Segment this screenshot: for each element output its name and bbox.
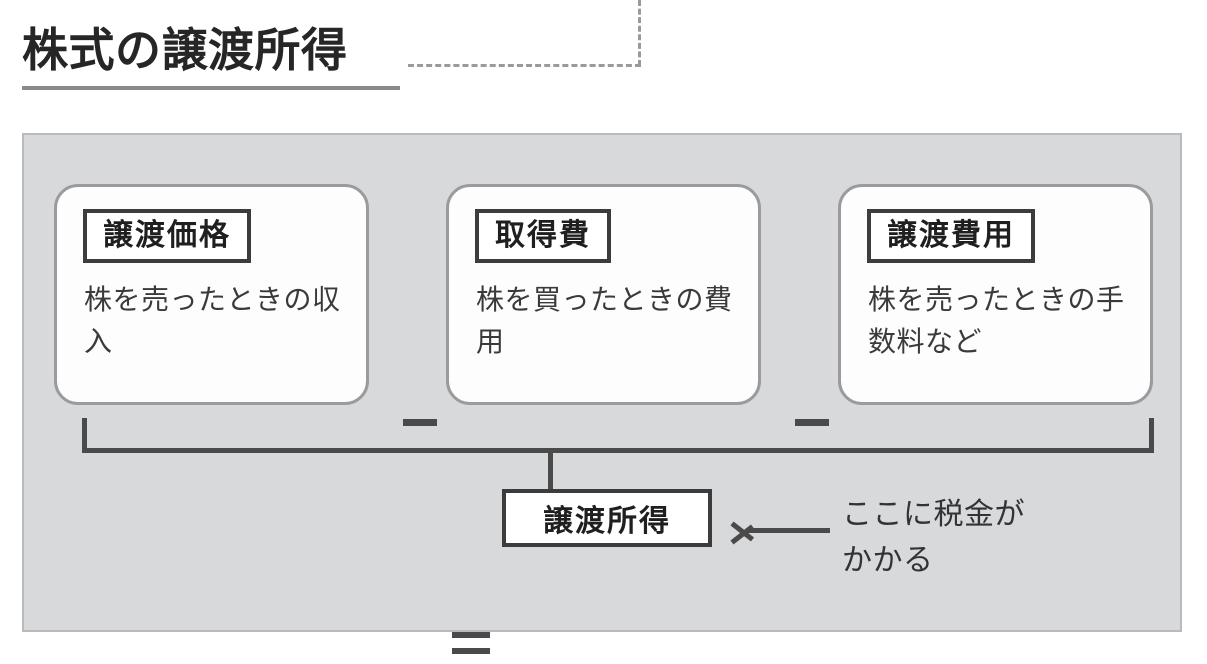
term-description: 株を売ったときの手数料など: [868, 284, 1125, 357]
term-card-acquisition-cost: 取得費 株を買ったときの費用: [446, 184, 761, 405]
bracket-stub-right: [1149, 418, 1154, 453]
bracket-stub-left: [82, 418, 87, 453]
page-title: 株式の譲渡所得: [22, 24, 348, 76]
bracket-horizontal-line: [82, 448, 1154, 453]
equals-bar-bottom: [452, 648, 490, 654]
minus-operator-icon: [795, 419, 829, 426]
term-label-box: 譲渡費用: [867, 209, 1035, 263]
callout-note-line-1: ここに税金が: [842, 498, 1025, 531]
term-label-text: 譲渡価格: [103, 219, 231, 252]
term-description: 株を売ったときの収入: [84, 284, 341, 357]
bracket-connector: [82, 418, 1154, 453]
arrow-shaft: [746, 528, 830, 533]
term-label-box: 取得費: [475, 209, 611, 263]
left-arrow-icon: [730, 516, 830, 545]
diagram-panel: 譲渡価格 株を売ったときの収入 取得費 株を買ったときの費用 譲渡費用 株を売っ…: [22, 133, 1182, 654]
callout-note: ここに税金が かかる: [842, 492, 1152, 584]
term-label-box: 譲渡価格: [83, 209, 251, 263]
dashed-connector-horizontal: [408, 64, 641, 67]
term-card-transfer-expenses: 譲渡費用 株を売ったときの手数料など: [838, 184, 1153, 405]
equals-bar-top: [452, 632, 490, 638]
term-card-transfer-price: 譲渡価格 株を売ったときの収入: [54, 184, 369, 405]
callout-note-line-2: かかる: [842, 544, 934, 577]
minus-operator-icon: [403, 419, 437, 426]
term-description: 株を買ったときの費用: [476, 284, 733, 357]
term-label-text: 譲渡費用: [887, 219, 1015, 252]
dashed-connector-vertical: [638, 0, 641, 66]
result-box-text: 譲渡所得: [543, 505, 671, 538]
equals-operator-icon: [452, 632, 490, 658]
title-underline: [22, 86, 400, 90]
title-area: 株式の譲渡所得: [0, 0, 1207, 133]
bracket-drop-line: [548, 453, 553, 492]
result-box-capital-gain: 譲渡所得: [502, 489, 712, 547]
term-label-text: 取得費: [495, 219, 591, 252]
